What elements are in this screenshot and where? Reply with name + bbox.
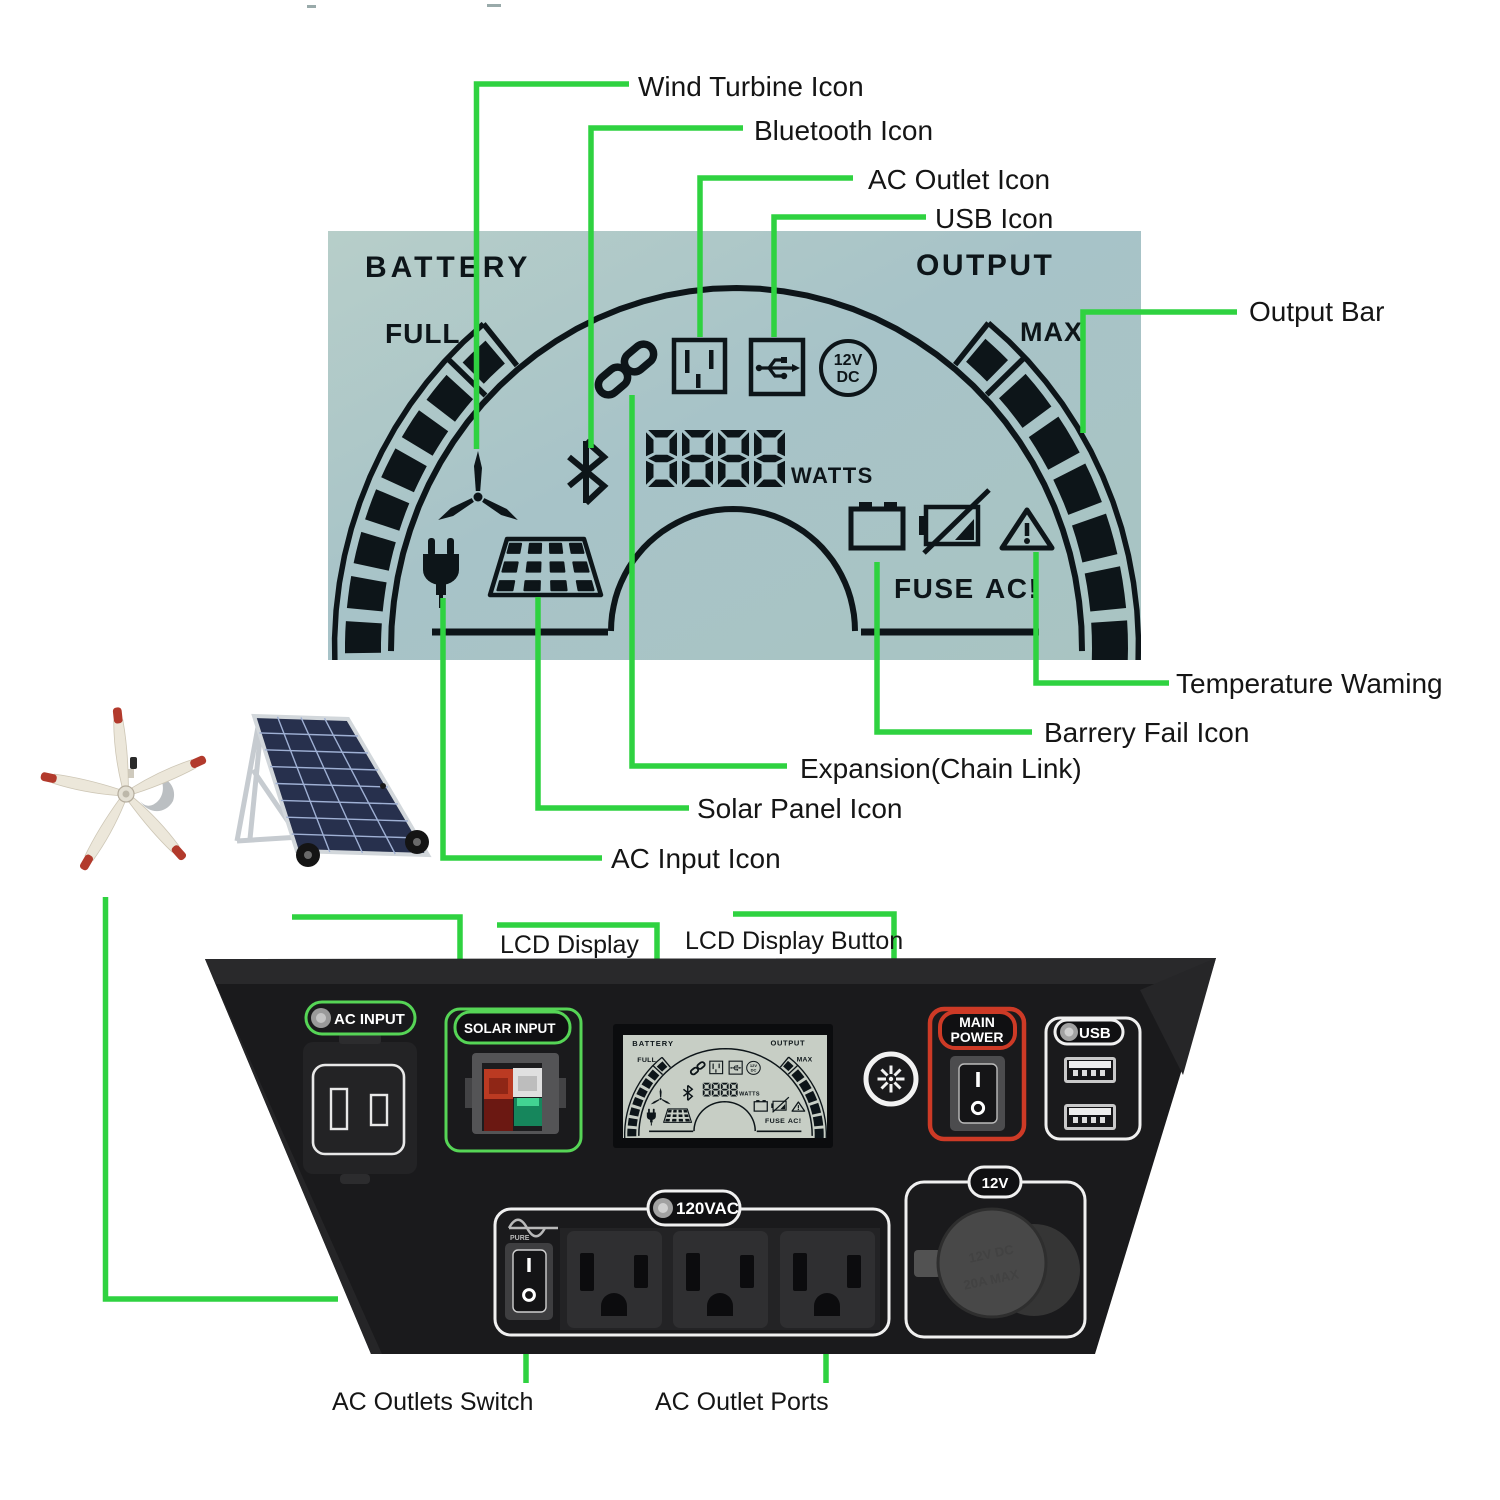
svg-text:Barrery Fail Icon: Barrery Fail Icon [1044,717,1249,748]
svg-text:AC Outlet Icon: AC Outlet Icon [868,164,1050,195]
svg-text:MAIN: MAIN [959,1014,995,1030]
svg-text:DC: DC [836,369,860,386]
svg-text:AC Outlet Ports: AC Outlet Ports [655,1388,829,1416]
svg-text:FUSE: FUSE [894,573,975,604]
svg-text:LCD Display: LCD Display [500,931,639,959]
svg-text:Solar Panel Icon: Solar Panel Icon [697,793,902,824]
svg-text:AC INPUT: AC INPUT [334,1011,405,1028]
svg-text:Temperature Waming: Temperature Waming [1176,668,1443,699]
svg-text:120VAC: 120VAC [676,1199,739,1218]
svg-text:POWER: POWER [951,1029,1004,1045]
svg-text:PURE: PURE [510,1235,530,1242]
svg-text:USB: USB [1079,1025,1111,1042]
svg-text:Output Bar: Output Bar [1249,296,1384,327]
svg-text:WATTS: WATTS [791,463,874,488]
svg-text:Expansion(Chain Link): Expansion(Chain Link) [800,753,1082,784]
svg-text:12V: 12V [982,1175,1009,1192]
svg-text:MAX: MAX [1020,317,1083,347]
svg-text:Wind Turbine Icon: Wind Turbine Icon [638,71,864,102]
svg-text:AC Outlets Switch: AC Outlets Switch [332,1388,533,1416]
svg-text:Bluetooth Icon: Bluetooth Icon [754,115,933,146]
svg-text:FULL: FULL [385,318,461,349]
svg-text:SOLAR INPUT: SOLAR INPUT [464,1021,556,1036]
svg-text:AC Input Icon: AC Input Icon [611,843,781,874]
svg-text:BATTERY: BATTERY [365,251,531,284]
svg-text:LCD Display Button: LCD Display Button [685,927,903,955]
svg-text:OUTPUT: OUTPUT [916,249,1054,282]
svg-text:AC!: AC! [985,573,1039,604]
svg-text:USB Icon: USB Icon [935,203,1053,234]
svg-text:12V: 12V [834,352,863,369]
